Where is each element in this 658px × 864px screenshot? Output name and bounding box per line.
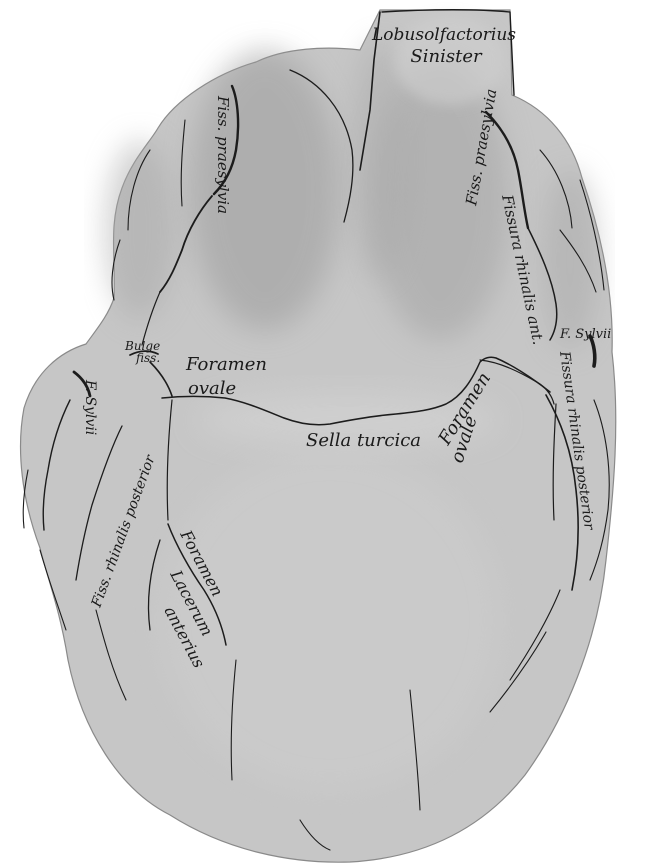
- label-fiss-small: fiss.: [135, 351, 160, 365]
- label-fiss-praesylvia-left: Fiss. praesylvia: [214, 95, 232, 214]
- label-sinister: Sinister: [410, 46, 483, 67]
- label-f-sylvii-right: F. Sylvii: [559, 327, 611, 342]
- label-sella-turcica: Sella turcica: [306, 430, 421, 451]
- label-foramen-ovale-left-2: ovale: [188, 378, 236, 399]
- label-foramen-ovale-left-1: Foramen: [185, 354, 267, 375]
- label-f-sylvii-left: F. Sylvii: [82, 379, 98, 435]
- label-lobus-olfactorius: Lobusolfactorius: [371, 25, 516, 45]
